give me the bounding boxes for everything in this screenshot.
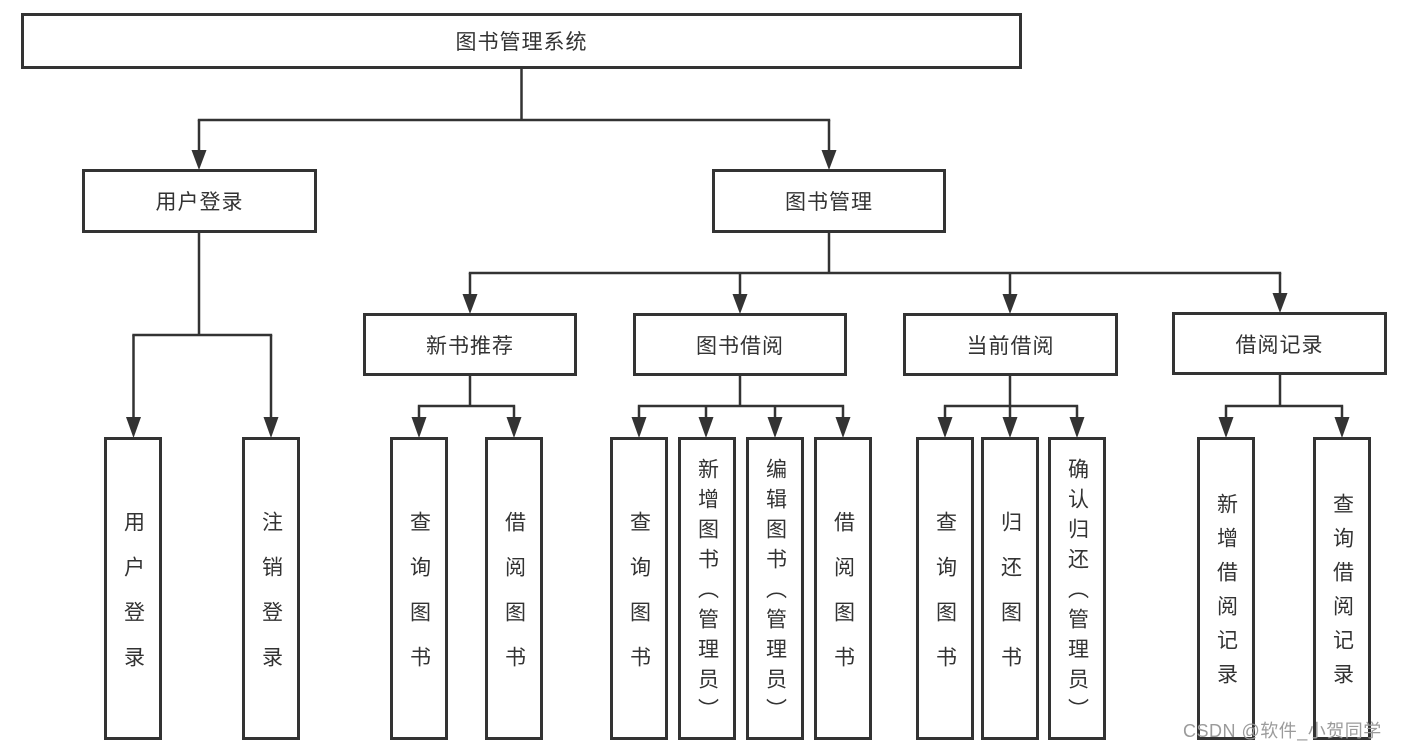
edge-bookmgmt-branch <box>468 233 1282 275</box>
leaf-label: 查询借阅记录 <box>1330 493 1354 697</box>
edge-level3-stems <box>468 273 1282 296</box>
node-label: 图书借阅 <box>696 334 784 358</box>
arrowhead-icon <box>411 417 427 438</box>
leaf-query-borrow-record: 查询借阅记录 <box>1313 437 1371 740</box>
node-label: 图书管理 <box>785 191 873 214</box>
leaf-label: 确认归还（管理员） <box>1065 458 1089 728</box>
leaf-add-book-admin: 新增图书（管理员） <box>678 437 736 740</box>
leaf-label: 归还图书 <box>998 510 1022 691</box>
edge-borrowing-branch <box>637 376 845 420</box>
leaf-label: 查询图书 <box>627 510 651 691</box>
node-book-management-module: 图书管理 <box>712 169 946 233</box>
arrowhead-icon <box>126 417 141 438</box>
edge-records-branch <box>1224 375 1344 420</box>
arrowhead-icon <box>1002 294 1018 314</box>
node-new-book-recommend: 新书推荐 <box>363 313 577 376</box>
arrowhead-icon <box>698 417 714 438</box>
leaf-borrow-books-borrowing: 借阅图书 <box>814 437 872 740</box>
leaf-user-login: 用户登录 <box>104 437 162 740</box>
node-label: 新书推荐 <box>426 334 514 358</box>
edge-current-branch <box>943 376 1079 420</box>
arrowhead-icon <box>732 294 748 314</box>
arrowhead-icon <box>767 417 783 438</box>
arrowhead-icon <box>191 150 207 170</box>
node-book-borrowing: 图书借阅 <box>633 313 847 376</box>
csdn-watermark: CSDN @软件_小贺同学 <box>1183 721 1382 741</box>
leaf-query-books-borrowing: 查询图书 <box>610 437 668 740</box>
leaf-label: 新增图书（管理员） <box>695 458 719 728</box>
arrowhead-icon <box>1334 417 1350 438</box>
leaf-label: 注销登录 <box>259 510 283 691</box>
node-borrow-records: 借阅记录 <box>1172 312 1387 375</box>
edge-root-level2 <box>197 67 831 122</box>
node-label: 借阅记录 <box>1235 333 1324 357</box>
edge-newbook-branch <box>417 376 516 420</box>
node-label: 用户登录 <box>155 191 244 214</box>
leaf-label: 借阅图书 <box>502 510 526 691</box>
arrowhead-icon <box>1218 417 1234 438</box>
leaf-label: 查询图书 <box>407 510 431 691</box>
arrowhead-icon <box>821 150 837 170</box>
tree-edges <box>132 67 1344 420</box>
leaf-label: 新增借阅记录 <box>1214 493 1238 697</box>
arrowhead-icon <box>835 417 851 438</box>
leaf-confirm-return-admin: 确认归还（管理员） <box>1048 437 1106 740</box>
edge-userlogin-branch <box>132 233 273 337</box>
leaf-logout: 注销登录 <box>242 437 300 740</box>
leaf-label: 编辑图书（管理员） <box>763 458 787 728</box>
arrowhead-icon <box>263 417 279 438</box>
node-root-label: 图书管理系统 <box>455 31 588 54</box>
arrowheads <box>126 150 1350 438</box>
arrowhead-icon <box>1069 417 1085 438</box>
node-current-borrow: 当前借阅 <box>903 313 1118 376</box>
leaf-label: 借阅图书 <box>831 510 855 691</box>
arrowhead-icon <box>506 417 522 438</box>
leaf-edit-book-admin: 编辑图书（管理员） <box>746 437 804 740</box>
leaf-label: 用户登录 <box>121 510 145 691</box>
leaf-query-books-current: 查询图书 <box>916 437 974 740</box>
arrowhead-icon <box>1002 417 1018 438</box>
node-label: 当前借阅 <box>966 334 1055 358</box>
edge-userlogin-stems <box>132 335 273 420</box>
arrowhead-icon <box>1272 293 1288 313</box>
arrowhead-icon <box>937 417 953 438</box>
node-root-system: 图书管理系统 <box>21 13 1022 69</box>
leaf-add-borrow-record: 新增借阅记录 <box>1197 437 1255 740</box>
arrowhead-icon <box>631 417 647 438</box>
node-user-login-module: 用户登录 <box>82 169 317 233</box>
leaf-borrow-books-recommend: 借阅图书 <box>485 437 543 740</box>
leaf-query-books-recommend: 查询图书 <box>390 437 448 740</box>
edge-arrow-stems-level2 <box>197 120 831 152</box>
leaf-return-book: 归还图书 <box>981 437 1039 740</box>
leaf-label: 查询图书 <box>933 510 957 691</box>
arrowhead-icon <box>462 294 478 314</box>
